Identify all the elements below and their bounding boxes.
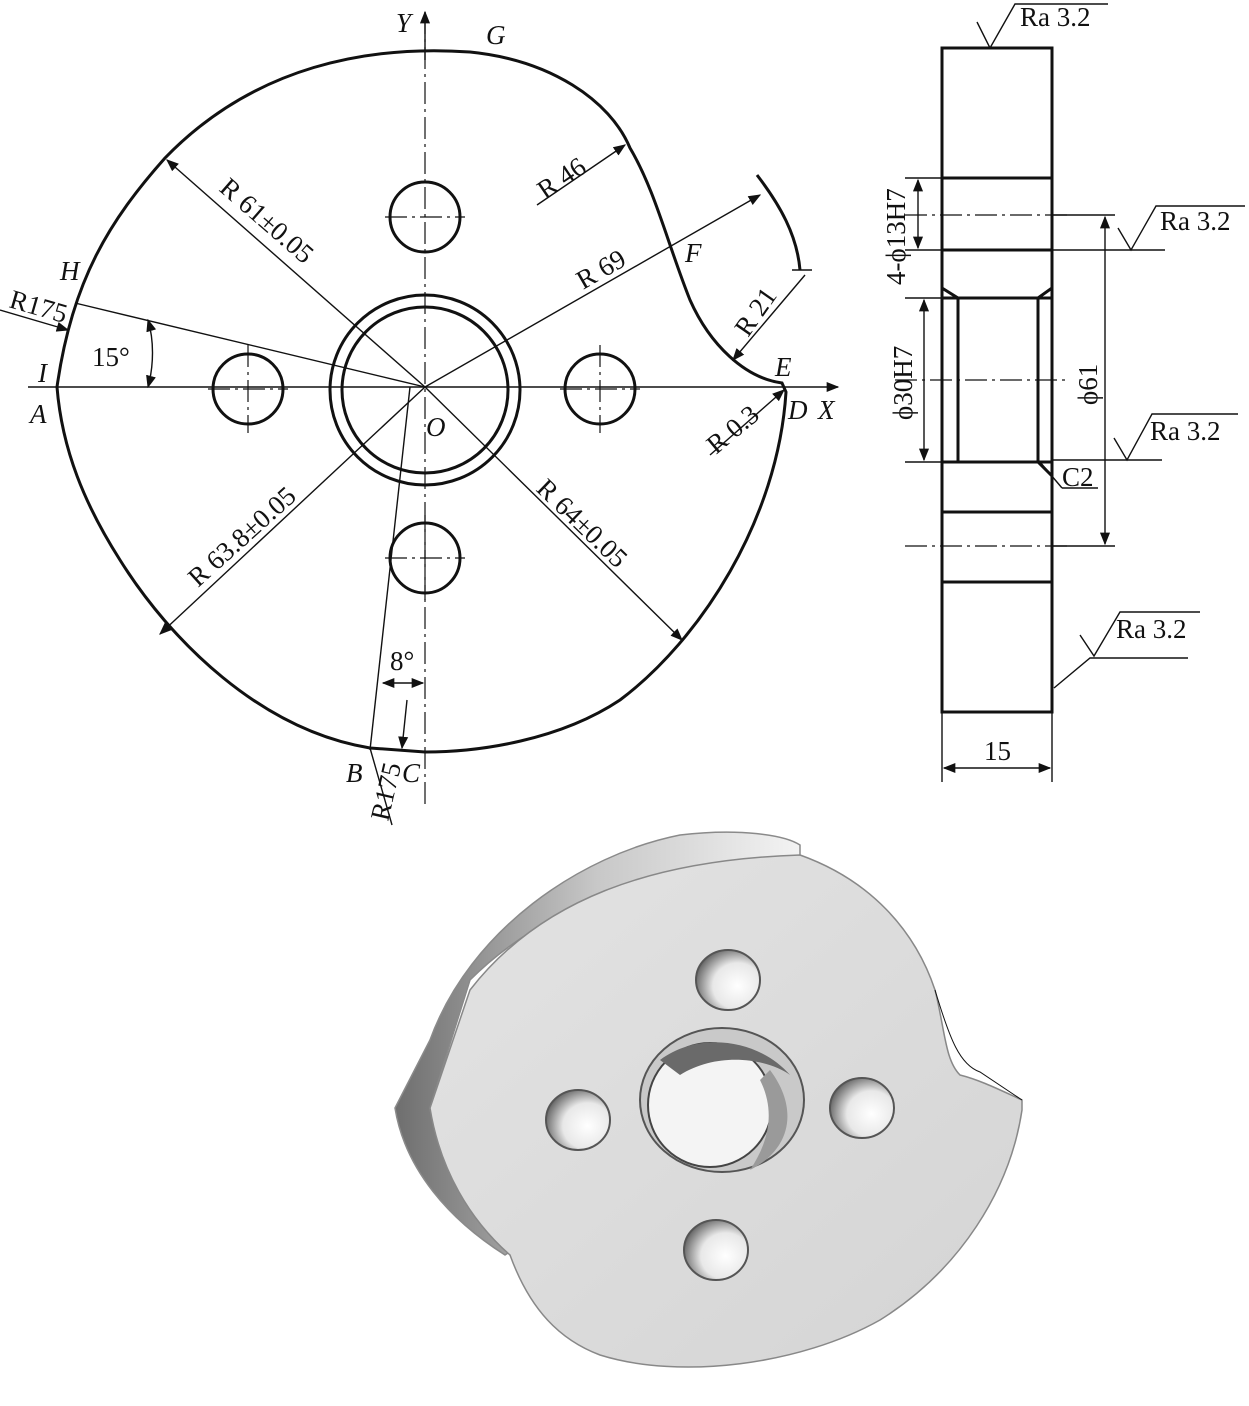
text-holes: 4-ϕ13H7 bbox=[881, 188, 911, 285]
label-a: A bbox=[28, 399, 47, 429]
text-r61: R 61±0.05 bbox=[214, 172, 320, 269]
r175-left-arrow bbox=[0, 309, 70, 332]
cam-profile bbox=[55, 49, 788, 754]
label-d: D bbox=[787, 395, 808, 425]
text-angle8: 8° bbox=[390, 646, 414, 676]
angle15-arc bbox=[146, 318, 157, 389]
label-f: F bbox=[684, 238, 702, 268]
r03-leader bbox=[709, 389, 785, 456]
r175-bottom-line bbox=[369, 747, 393, 826]
hub-inner-ring bbox=[340, 305, 510, 475]
r175-left-line bbox=[74, 302, 426, 388]
text-r175-bottom: R175 bbox=[365, 760, 407, 824]
label-g: G bbox=[486, 20, 506, 50]
r46-leader bbox=[536, 144, 627, 206]
front-view: Y G H I A O F E D X B C R 61±0.05 R 46 R… bbox=[0, 8, 840, 826]
label-c: C bbox=[402, 758, 421, 788]
dimension-lines bbox=[0, 144, 812, 826]
iso-hole-top bbox=[695, 949, 761, 1011]
label-x: X bbox=[817, 395, 836, 425]
svg-text:Ra 3.2: Ra 3.2 bbox=[1116, 614, 1187, 644]
section-view: 4-ϕ13H7 ϕ30H7 ϕ61 C2 15 Ra 3.2 Ra 3.2 Ra… bbox=[881, 2, 1245, 782]
roughness-top: Ra 3.2 bbox=[976, 2, 1108, 50]
roughness-bore: Ra 3.2 bbox=[1052, 413, 1238, 462]
text-chamfer: C2 bbox=[1062, 462, 1094, 492]
text-bore: ϕ30H7 bbox=[888, 346, 918, 420]
iso-view bbox=[394, 831, 1023, 1368]
svg-text:Ra 3.2: Ra 3.2 bbox=[1150, 416, 1221, 446]
iso-hole-right bbox=[829, 1077, 895, 1139]
text-r175-left: R175 bbox=[6, 284, 71, 329]
r69-leader bbox=[424, 194, 762, 388]
r21-leader bbox=[732, 274, 806, 361]
svg-text:Ra 3.2: Ra 3.2 bbox=[1020, 2, 1091, 32]
label-i: I bbox=[37, 358, 49, 388]
iso-hole-bottom bbox=[683, 1219, 749, 1281]
label-e: E bbox=[774, 352, 792, 382]
text-angle15: 15° bbox=[92, 342, 130, 372]
text-r03: R 0.3 bbox=[701, 399, 765, 460]
roughness-hole: Ra 3.2 bbox=[1052, 205, 1245, 252]
hub-outer-ring bbox=[328, 293, 522, 487]
dimension-texts: R 61±0.05 R 46 R 69 R 21 R175 15° R 0.3 … bbox=[6, 151, 782, 823]
r638-leader bbox=[159, 386, 426, 635]
text-r638: R 63.8±0.05 bbox=[182, 480, 302, 592]
roughness-side: Ra 3.2 bbox=[1053, 611, 1200, 689]
text-r69: R 69 bbox=[571, 243, 631, 295]
label-y: Y bbox=[396, 8, 414, 38]
text-r64: R 64±0.05 bbox=[531, 473, 634, 574]
svg-text:Ra 3.2: Ra 3.2 bbox=[1160, 206, 1231, 236]
bolt-holes bbox=[208, 180, 640, 600]
text-pcd: ϕ61 bbox=[1073, 364, 1103, 405]
point-labels: Y G H I A O F E D X B C bbox=[28, 8, 836, 788]
text-r46: R 46 bbox=[532, 151, 592, 205]
r61-leader bbox=[166, 159, 426, 388]
label-b: B bbox=[346, 758, 363, 788]
label-h: H bbox=[59, 256, 81, 286]
label-o: O bbox=[426, 412, 446, 442]
text-thickness: 15 bbox=[984, 736, 1011, 766]
iso-hole-left bbox=[545, 1089, 611, 1151]
r64-leader bbox=[424, 386, 683, 641]
